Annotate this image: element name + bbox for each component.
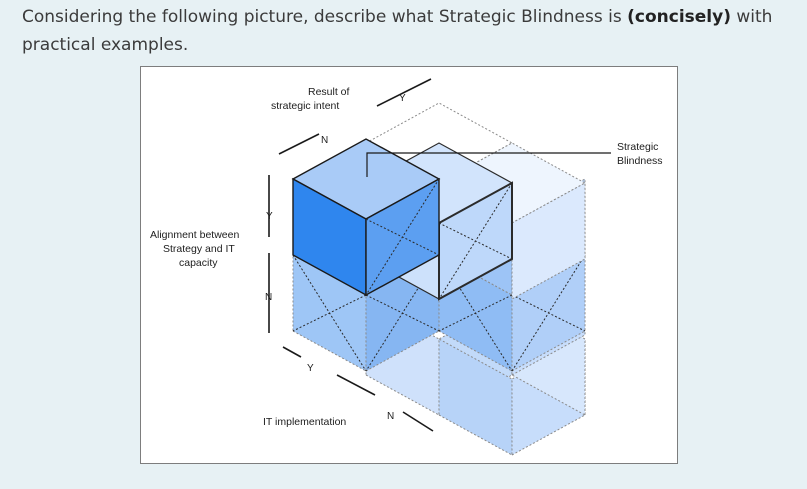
bottom-axis-line-n xyxy=(402,411,434,432)
alignment-label-line1: Alignment between xyxy=(150,229,239,241)
question-emphasis: (concisely) xyxy=(627,7,731,27)
left-axis-letter-y: Y xyxy=(266,211,273,222)
axis-lines xyxy=(268,78,434,432)
top-axis-letter-y: Y xyxy=(399,93,406,104)
cube-face xyxy=(511,182,586,300)
bottom-axis-line-y xyxy=(282,346,302,358)
cube-face xyxy=(438,338,513,456)
alignment-label-line2: Strategy and IT xyxy=(163,243,235,255)
it-implementation-label: IT implementation xyxy=(263,416,346,428)
question-prefix: Considering the following picture, descr… xyxy=(22,7,628,27)
bottom-axis-letter-n: N xyxy=(387,411,394,422)
question-suffix: with practical examples. xyxy=(22,7,773,55)
result-label-line1: Result of xyxy=(308,86,350,98)
face-diagonals xyxy=(292,254,586,372)
strategic-blindness-figure: Y N Y N Y N Result of strategic intent S… xyxy=(140,66,678,464)
top-layer xyxy=(291,102,587,301)
top-axis-letter-n: N xyxy=(321,135,328,146)
question-text: Considering the following picture, descr… xyxy=(22,3,792,59)
left-axis-letter-n: N xyxy=(265,292,272,303)
top-axis-line-y xyxy=(376,78,432,107)
alignment-label-line3: capacity xyxy=(179,257,218,269)
bottom-axis-line-y2 xyxy=(336,374,376,396)
strategic-blindness-label-line1: Strategic xyxy=(617,141,658,153)
top-axis-line-n xyxy=(278,133,320,155)
cube-diagram: Y N Y N Y N Result of strategic intent S… xyxy=(150,78,663,456)
strategic-blindness-label-line2: Blindness xyxy=(617,155,663,167)
strategic-blindness-pointer xyxy=(366,152,611,177)
face-diagonals xyxy=(365,178,440,296)
bottom-axis-letter-y: Y xyxy=(307,363,314,374)
result-label-line2: strategic intent xyxy=(271,100,339,112)
face-diagonals xyxy=(438,182,513,300)
